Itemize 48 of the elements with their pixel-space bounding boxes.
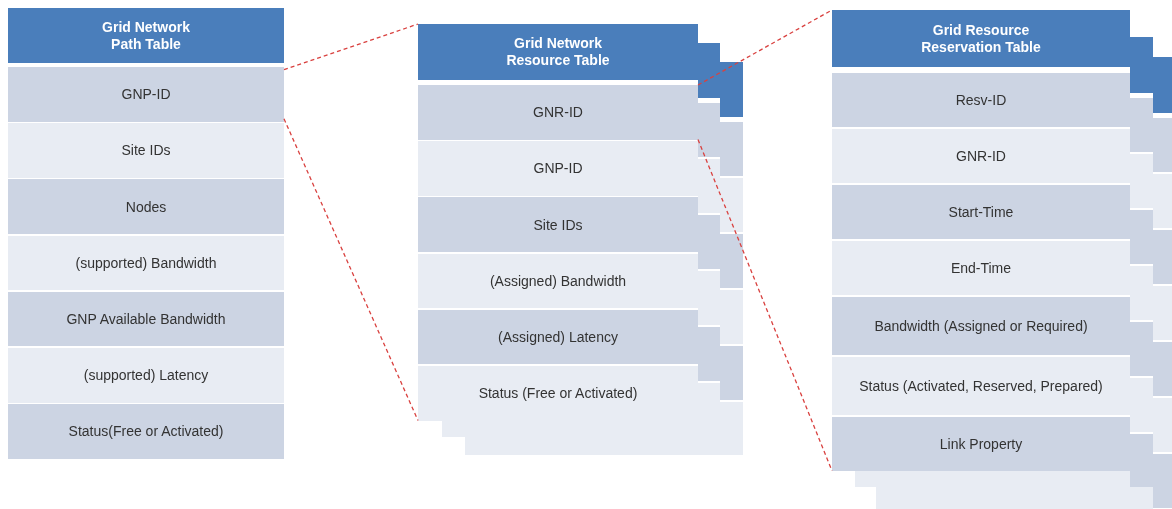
zoom-line xyxy=(283,23,419,71)
zoom-line xyxy=(283,118,419,422)
table-row xyxy=(8,179,284,234)
table-header: Grid Network Resource Table xyxy=(418,24,698,80)
field-name: GNP Available Bandwidth xyxy=(66,310,226,329)
field-name: End-Time xyxy=(950,259,1012,278)
field-name: (Assigned) Bandwidth xyxy=(489,271,627,290)
table-row xyxy=(832,185,1130,240)
field-name: Start-Time xyxy=(948,203,1014,222)
table-row xyxy=(832,297,1130,355)
table-row xyxy=(418,309,698,365)
field-name: Bandwidth (Assigned or Required) xyxy=(874,317,1088,335)
table-row xyxy=(418,141,698,196)
field-name: Status (Activated, Reserved, Prepared) xyxy=(859,376,1103,395)
field-name: Link Property xyxy=(939,434,1023,453)
field-name: Site IDs xyxy=(121,141,171,160)
field-name: Status(Free or Activated) xyxy=(68,422,224,441)
table-row xyxy=(832,129,1130,184)
data-table xyxy=(832,10,1130,471)
data-table xyxy=(8,8,284,459)
field-name: Status (Free or Activated) xyxy=(478,384,638,403)
field-name: (Assigned) Latency xyxy=(498,328,618,347)
table-row xyxy=(832,73,1130,128)
table-row xyxy=(418,85,698,140)
table-row xyxy=(8,123,284,178)
table-row xyxy=(8,291,284,347)
table-row xyxy=(8,235,284,291)
field-name: GNP-ID xyxy=(121,85,171,104)
table-row xyxy=(8,404,284,459)
field-name: Nodes xyxy=(125,197,167,216)
field-name: Site IDs xyxy=(533,215,583,234)
field-name: (supported) Latency xyxy=(83,366,209,385)
field-name: GNR-ID xyxy=(533,103,583,122)
zoom-line xyxy=(697,138,833,472)
table-row xyxy=(8,67,284,122)
field-name: Resv-ID xyxy=(955,91,1007,110)
table-row xyxy=(832,416,1130,471)
table-header: Grid Resource Reservation Table xyxy=(832,10,1130,67)
zoom-line xyxy=(697,9,833,86)
field-name: GNR-ID xyxy=(956,147,1006,166)
table-row xyxy=(418,197,698,252)
table-header: Grid Network Path Table xyxy=(8,8,284,63)
table-row xyxy=(832,356,1130,415)
table-row xyxy=(832,241,1130,296)
field-name: (supported) Bandwidth xyxy=(75,253,217,272)
table-row xyxy=(418,253,698,309)
field-name: GNP-ID xyxy=(533,159,583,178)
table-row xyxy=(8,348,284,403)
